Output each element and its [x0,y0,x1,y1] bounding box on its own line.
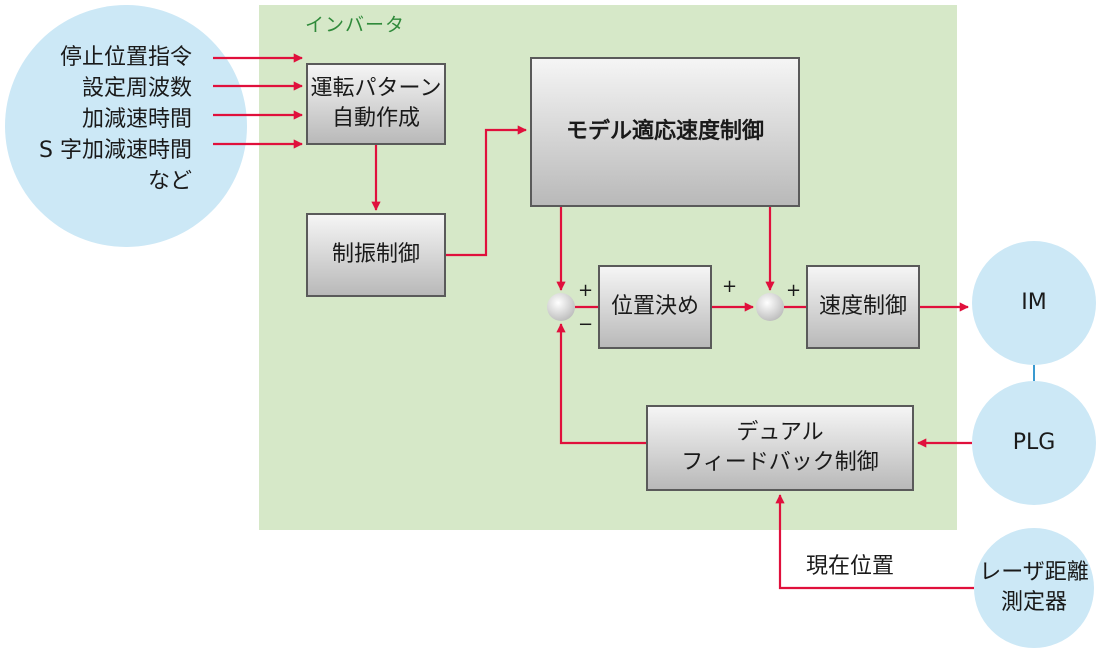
sum1-plus-sign: + [578,280,594,301]
positioning-label: 位置決め [610,294,699,319]
speed-control-label: 速度制御 [818,294,907,319]
laser-sensor-label: レーザ距離 測定器 [979,558,1089,618]
laser-sensor-label-line2: 測定器 [1000,590,1067,615]
pattern-generation-line1: 運転パターン [310,76,442,101]
arrow-laser-to-feedback [775,494,974,590]
sum2-plus-top-sign: + [786,280,802,301]
vibration-control-block: 制振制御 [306,213,446,297]
im-circle: IM [972,241,1096,365]
pattern-generation-block: 運転パターン 自動作成 [306,63,446,145]
positioning-block: 位置決め [598,265,712,349]
input-item-etc: など [147,169,192,194]
inverter-title: インバータ [305,14,406,36]
plg-label: PLG [1012,430,1056,455]
summing-junction-position [547,293,575,321]
input-item-stop-position: 停止位置指令 [59,45,192,70]
summing-junction-speed [756,293,784,321]
sum2-plus-left-sign: + [722,276,738,297]
speed-control-block: 速度制御 [806,265,920,349]
input-commands-circle: 停止位置指令 設定周波数 加減速時間 S 字加減速時間 など [5,5,247,247]
arrow-vibration-to-model [446,125,527,257]
sum1-minus-sign: − [578,314,594,335]
laser-sensor-label-line1: レーザ距離 [979,560,1089,585]
arrow-feedback-to-sum1 [556,323,646,445]
input-item-set-frequency: 設定周波数 [81,76,192,101]
pattern-generation-line2: 自動作成 [331,106,420,131]
model-adaptive-speed-control-label: モデル適応速度制御 [565,119,764,144]
dual-feedback-line1: デュアル [736,420,824,445]
dual-feedback-control-block: デュアル フィードバック制御 [646,405,914,491]
input-item-accel-time: 加減速時間 [81,107,192,132]
dual-feedback-line2: フィードバック制御 [681,450,879,475]
laser-sensor-circle: レーザ距離 測定器 [974,528,1094,648]
im-label: IM [1021,290,1047,315]
input-command-list: 停止位置指令 設定周波数 加減速時間 S 字加減速時間 など [39,42,192,197]
vibration-control-label: 制振制御 [331,242,420,267]
model-adaptive-speed-control-block: モデル適応速度制御 [530,57,800,207]
current-position-label: 現在位置 [806,554,895,579]
input-item-s-curve-time: S 字加減速時間 [39,138,192,163]
plg-circle: PLG [972,381,1096,505]
